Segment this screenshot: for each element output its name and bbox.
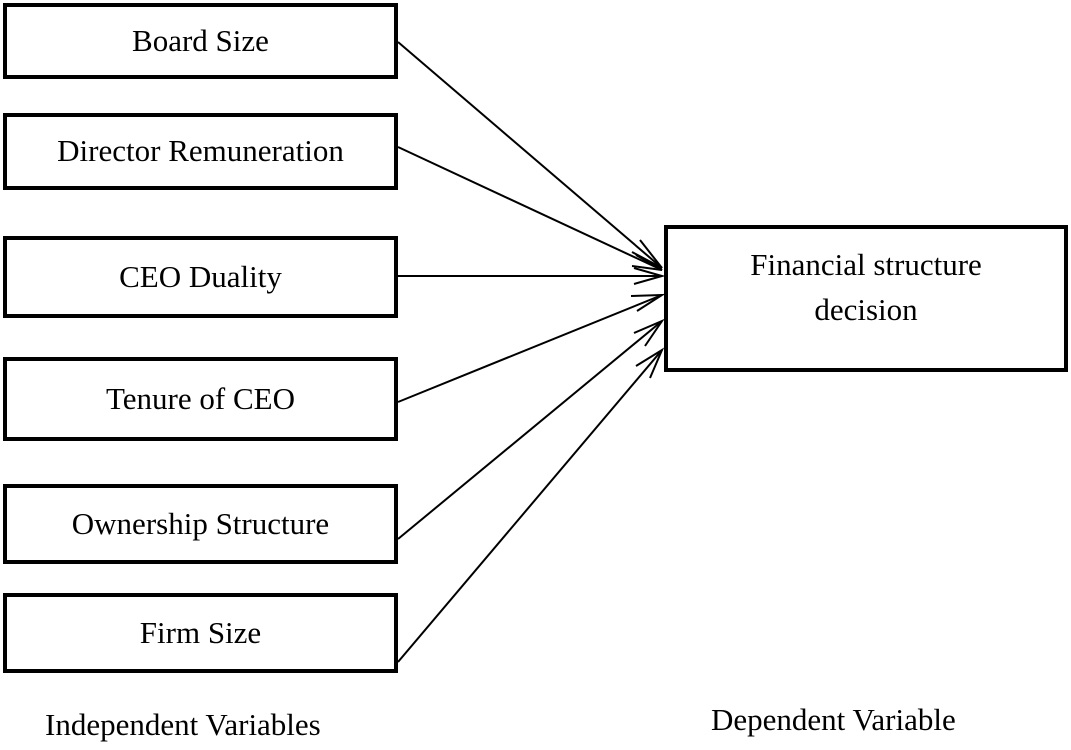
box-firm-size: Firm Size — [3, 593, 398, 673]
arrow-ownership-structure — [397, 318, 665, 540]
box-director-remuneration: Director Remuneration — [3, 113, 398, 190]
box-label-firm-size: Firm Size — [139, 614, 262, 650]
dependent-label: Financial structure decision — [750, 243, 982, 333]
box-label-director-remuneration: Director Remuneration — [57, 133, 344, 169]
box-board-size: Board Size — [3, 3, 398, 79]
box-ownership-structure: Ownership Structure — [3, 484, 398, 564]
box-tenure-of-ceo: Tenure of CEO — [3, 357, 398, 441]
arrow-tenure-of-ceo — [397, 293, 666, 403]
box-label-board-size: Board Size — [132, 22, 269, 58]
caption-independent-variables: Independent Variables — [45, 707, 321, 742]
box-label-tenure-of-ceo: Tenure of CEO — [106, 380, 295, 416]
dependent-label-line2: decision — [814, 291, 918, 327]
dependent-label-line1: Financial structure — [750, 247, 982, 282]
arrow-director-remuneration — [397, 146, 663, 271]
arrow-firm-size — [397, 347, 665, 663]
box-label-ceo-duality: CEO Duality — [119, 258, 282, 294]
caption-dependent-variable: Dependent Variable — [711, 702, 956, 737]
box-label-ownership-structure: Ownership Structure — [71, 505, 330, 541]
box-financial-structure-decision: Financial structure decision — [664, 225, 1068, 372]
arrow-ceo-duality — [398, 267, 666, 285]
arrow-board-size — [397, 41, 663, 269]
box-ceo-duality: CEO Duality — [3, 236, 398, 318]
